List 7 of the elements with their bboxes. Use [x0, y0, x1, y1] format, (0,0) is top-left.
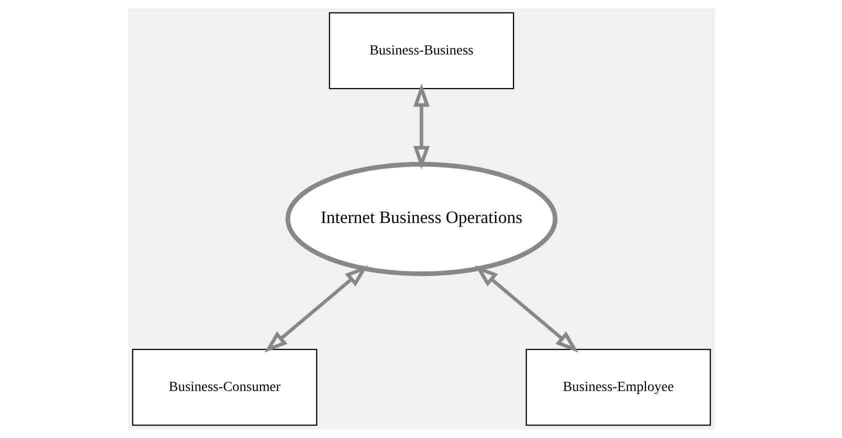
node-ellipse: Internet Business Operations: [285, 162, 557, 276]
arrow: [412, 83, 430, 170]
arrow: [474, 265, 578, 353]
arrow: [264, 265, 368, 353]
node-box: Business-Business: [328, 12, 514, 90]
node-box: Business-Employee: [525, 348, 710, 426]
node-box: Business-Consumer: [132, 348, 317, 426]
